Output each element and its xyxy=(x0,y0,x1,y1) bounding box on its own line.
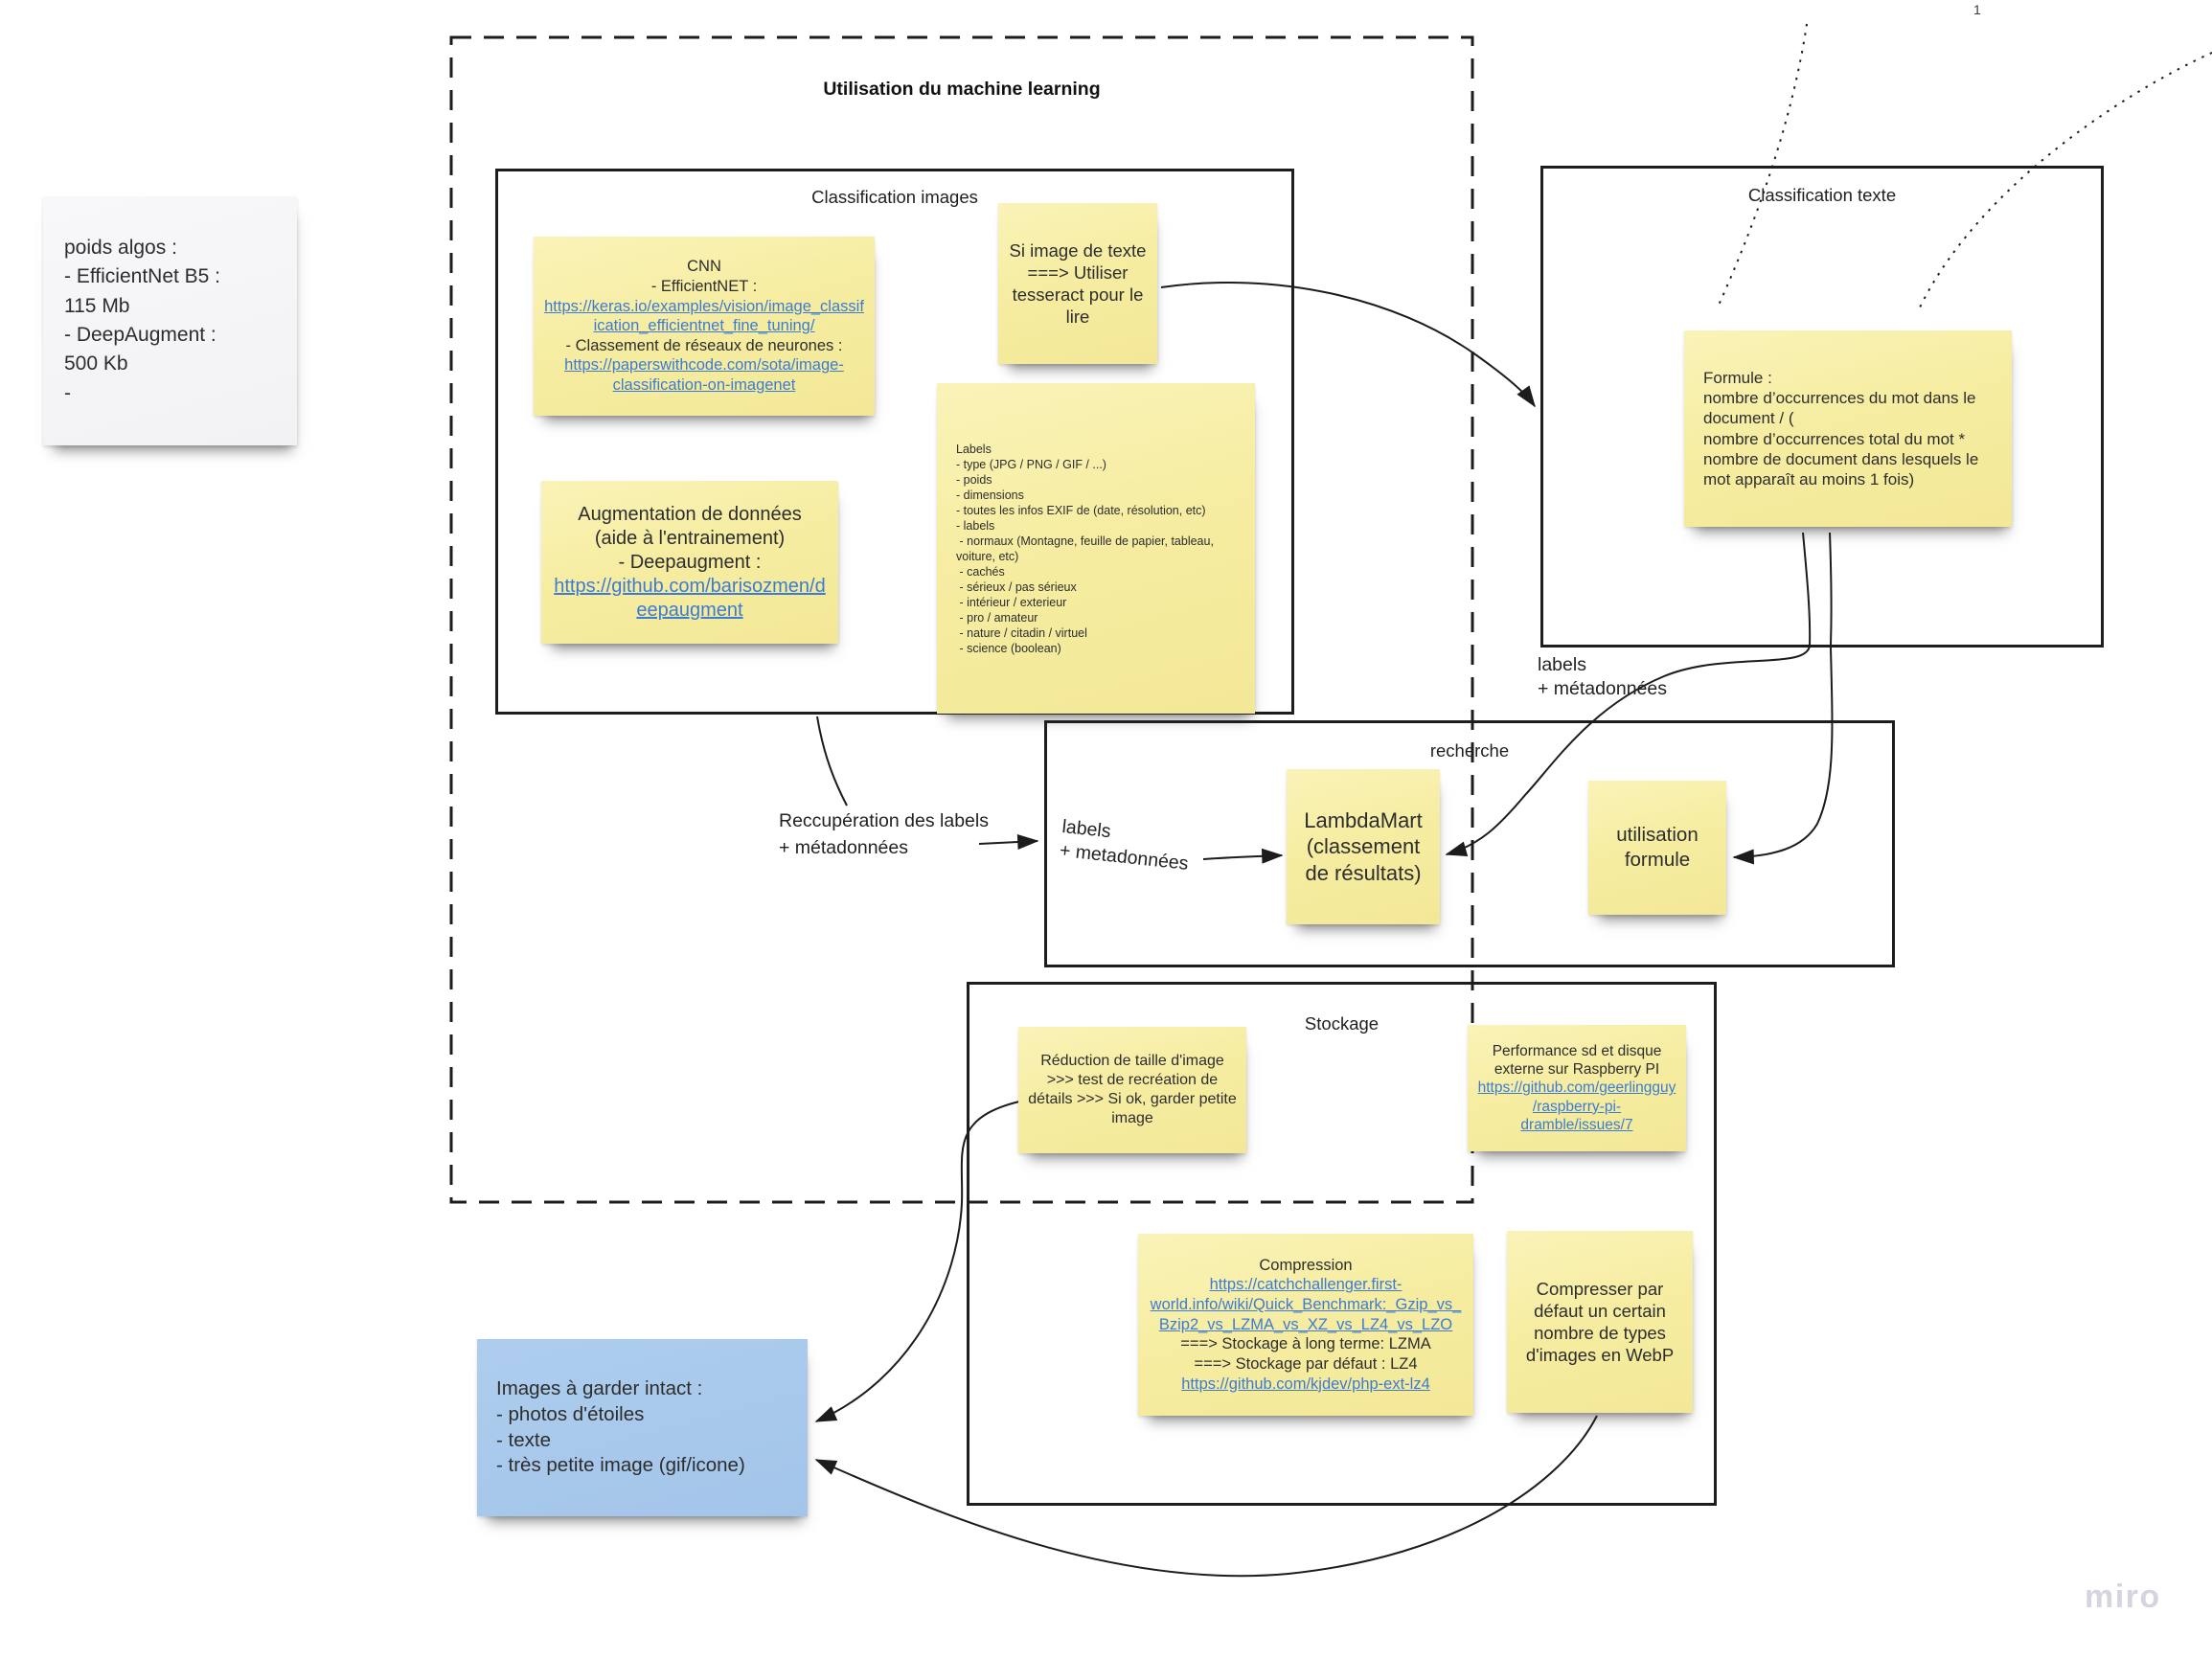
sticky-augmentation-donnees[interactable]: Augmentation de données(aide à l'entrain… xyxy=(541,481,838,644)
link[interactable]: https://catchchallenger.first-world.info… xyxy=(1150,1276,1462,1333)
sticky-text-line: - cachés xyxy=(956,564,1005,579)
sticky-text-line: Réduction de taille d'image >>> test de … xyxy=(1028,1053,1242,1126)
sticky-tesseract[interactable]: Si image de texte===> Utiliser tesseract… xyxy=(998,203,1157,364)
sticky-text-line: Augmentation de données xyxy=(578,503,802,525)
sticky-text-line: - intérieur / exterieur xyxy=(956,595,1067,609)
frame-title-classification-images: Classification images xyxy=(811,187,978,207)
sticky-text-line: - Deepaugment : xyxy=(618,551,762,573)
sticky-text-line: Si image de texte xyxy=(1009,239,1147,261)
sticky-text-line: utilisation formule xyxy=(1616,824,1704,871)
frame-title-ml: Utilisation du machine learning xyxy=(823,79,1101,100)
sticky-text-line: ===> Stockage par défaut : LZ4 xyxy=(1194,1354,1418,1373)
sticky-text-line: Formule : xyxy=(1703,368,1772,387)
link[interactable]: https://keras.io/examples/vision/image_c… xyxy=(544,297,864,335)
sticky-lambdamart[interactable]: LambdaMart (classement de résultats) xyxy=(1287,769,1440,924)
sticky-text-line: Compresser par défaut un certain nombre … xyxy=(1525,1278,1675,1366)
sticky-text-line: - nature / citadin / virtuel xyxy=(956,625,1087,640)
sticky-text-line: - EfficientNET : xyxy=(650,277,758,295)
sticky-text-line: CNN xyxy=(687,258,721,276)
sticky-text-line: Compression xyxy=(1259,1256,1353,1274)
sticky-compresser-webp[interactable]: Compresser par défaut un certain nombre … xyxy=(1507,1231,1693,1413)
sticky-text-line: nombre d’occurrences total du mot * xyxy=(1703,429,1966,448)
sticky-cnn[interactable]: CNN- EfficientNET : https://keras.io/exam… xyxy=(534,237,875,416)
sticky-text-line: - poids xyxy=(956,472,992,487)
link[interactable]: https://github.com/barisozmen/deepaugmen… xyxy=(554,575,826,621)
sticky-text-line: ===> Utiliser tesseract pour le lire xyxy=(1012,261,1149,328)
sticky-text-line: - sérieux / pas sérieux xyxy=(956,580,1077,594)
sticky-utilisation-formule[interactable]: utilisation formule xyxy=(1588,781,1726,915)
sticky-labels-list[interactable]: Labels- type (JPG / PNG / GIF / ...)- po… xyxy=(937,383,1255,714)
sticky-reduction-taille[interactable]: Réduction de taille d'image >>> test de … xyxy=(1018,1027,1246,1153)
sticky-text-line: - science (boolean) xyxy=(956,641,1061,655)
miro-watermark: miro xyxy=(2085,1579,2161,1615)
link[interactable]: https://github.com/geerlingguy/raspberry… xyxy=(1477,1079,1676,1134)
frame-title-classification-texte: Classification texte xyxy=(1747,185,1897,205)
sticky-text-line: - Classement de réseaux de neurones : xyxy=(565,336,843,354)
text-recuperation-labels[interactable]: Reccupération des labels + métadonnées xyxy=(779,810,989,859)
sticky-text-line: (aide à l'entrainement) xyxy=(594,527,786,549)
sticky-poids-algos[interactable]: poids algos : - EfficientNet B5 : 115 Mb… xyxy=(43,196,297,445)
sticky-compression[interactable]: Compression https://catchchallenger.first… xyxy=(1138,1234,1473,1416)
sticky-formule[interactable]: Formule : nombre d’occurrences du mot dan… xyxy=(1684,330,2012,527)
sticky-text-line: - toutes les infos EXIF de (date, résolu… xyxy=(956,503,1206,517)
sticky-performance-raspberry[interactable]: Performance sd et disque externe sur Ras… xyxy=(1468,1025,1686,1151)
sticky-text-line: - type (JPG / PNG / GIF / ...) xyxy=(956,457,1106,471)
sticky-text-line: - normaux (Montagne, feuille de papier, … xyxy=(956,534,1218,563)
sticky-text-line: - dimensions xyxy=(956,488,1024,502)
stray-mark: 1 xyxy=(1973,2,1981,17)
sticky-text-line: - pro / amateur xyxy=(956,610,1038,625)
sticky-text-line: Performance sd et disque externe sur Ras… xyxy=(1492,1042,1666,1078)
frame-title-recherche: recherche xyxy=(1429,740,1510,761)
sticky-text-line: LambdaMart (classement de résultats) xyxy=(1304,807,1428,885)
text-labels-metadonnees-right[interactable]: labels + métadonnées xyxy=(1538,654,1667,700)
sticky-text-line: - labels xyxy=(956,518,995,533)
link[interactable]: https://github.com/kjdev/php-ext-lz4 xyxy=(1181,1375,1430,1393)
sticky-text-line: Labels xyxy=(956,442,992,456)
sticky-images-a-garder-intact[interactable]: Images à garder intact : - photos d'étoi… xyxy=(477,1339,808,1516)
sticky-text-line: nombre d’occurrences du mot dans le docu… xyxy=(1703,389,1981,428)
sticky-text-line: nombre de document dans lesquels le mot … xyxy=(1703,449,1984,489)
link[interactable]: https://paperswithcode.com/sota/image-cl… xyxy=(564,356,844,395)
sticky-text-line: ===> Stockage à long terme: LZMA xyxy=(1180,1335,1431,1353)
